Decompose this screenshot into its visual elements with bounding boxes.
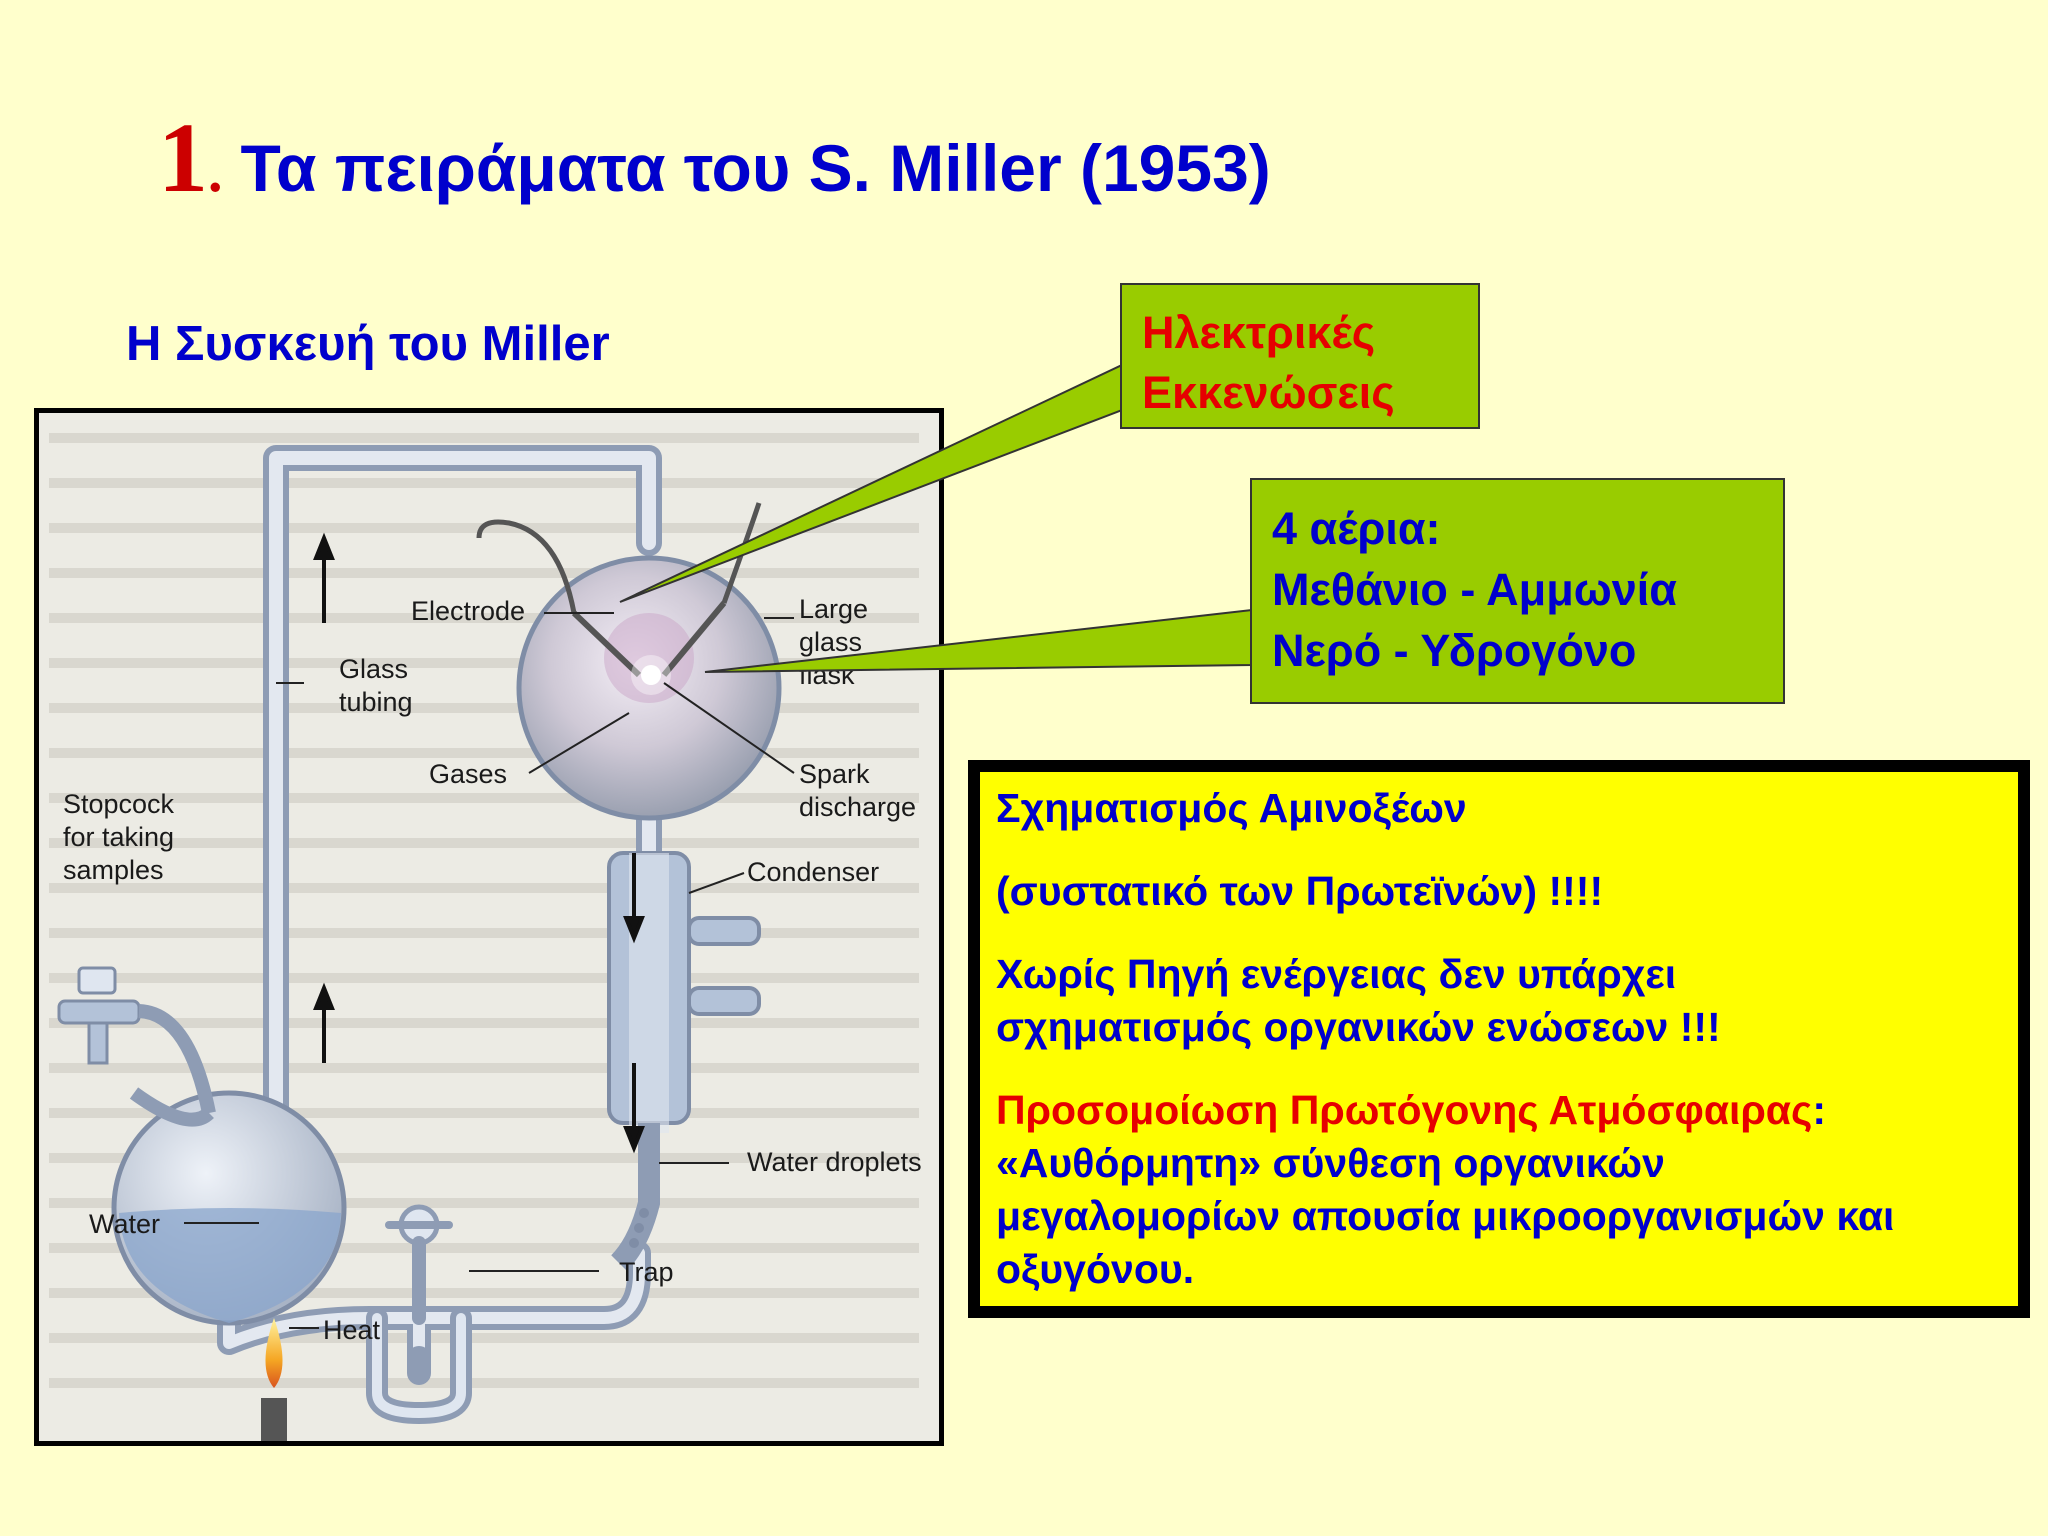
label-glass-tubing-1: Glass [339, 654, 408, 684]
label-spark-discharge-1: Spark [799, 759, 870, 789]
large-glass-flask [476, 502, 782, 821]
label-water-droplets: Water droplets [747, 1147, 922, 1177]
notes-line-8: οξυγόνου. [996, 1246, 1195, 1292]
label-electrode: Electrode [411, 596, 525, 626]
gases-pointer [704, 608, 1253, 673]
leader-lines [184, 612, 795, 1329]
trap [366, 1204, 472, 1425]
apparatus-diagram: Electrode Large glass flask Glass tubing… [49, 433, 922, 1441]
notes-box: Σχηματισμός Αμινοξέων (συστατικό των Πρω… [968, 760, 2030, 1318]
notes-line-5-red: Προσομοίωση Πρωτόγονης Ατμόσφαιρας [996, 1087, 1813, 1133]
discharge-line-2: Εκκενώσεις [1142, 367, 1395, 418]
label-glass-tubing-2: tubing [339, 687, 413, 717]
title-number: 1 [158, 102, 208, 213]
title-dot: . [208, 139, 223, 204]
label-stopcock-2: for taking [63, 822, 174, 852]
notes-line-4: σχηματισμός οργανικών ενώσεων !!! [996, 1004, 1721, 1050]
notes-content: Σχηματισμός Αμινοξέων (συστατικό των Πρω… [980, 772, 2018, 1306]
label-large-glass-flask-1: Large [799, 594, 868, 624]
label-condenser: Condenser [747, 857, 879, 887]
discharge-pointer [619, 363, 1123, 603]
notes-line-5-colon: : [1812, 1087, 1826, 1133]
label-stopcock-3: samples [63, 855, 164, 885]
notes-line-6: «Αυθόρμητη» σύνθεση οργανικών [996, 1140, 1665, 1186]
gases-line-1: 4 αέρια: [1272, 503, 1441, 554]
notes-line-3: Χωρίς Πηγή ενέργειας δεν υπάρχει [996, 951, 1677, 997]
label-spark-discharge-2: discharge [799, 792, 916, 822]
slide-subtitle: Η Συσκευή του Miller [126, 317, 610, 371]
discharge-line-1: Ηλεκτρικές [1142, 307, 1376, 358]
title-text: Τα πειράματα του S. Miller (1953) [240, 131, 1271, 205]
label-water: Water [89, 1209, 160, 1239]
label-heat: Heat [323, 1315, 381, 1345]
flow-arrows [313, 532, 645, 1154]
water-flask [111, 1087, 347, 1326]
label-gases: Gases [429, 759, 507, 789]
miller-apparatus-figure: Electrode Large glass flask Glass tubing… [34, 408, 944, 1446]
gases-line-3: Νερό - Υδρογόνο [1272, 625, 1637, 676]
label-large-glass-flask-2: glass [799, 627, 862, 657]
notes-line-2: (συστατικό των Πρωτεϊνών) !!!! [996, 868, 1604, 914]
notes-line-1: Σχηματισμός Αμινοξέων [996, 785, 1467, 831]
electric-discharge-callout: Ηλεκτρικές Εκκενώσεις [1120, 283, 1480, 429]
burner [261, 1318, 287, 1441]
stopcock [57, 966, 216, 1115]
slide-title: 1. Τα πειράματα του S. Miller (1953) [158, 100, 1271, 215]
gases-callout: 4 αέρια: Μεθάνιο - Αμμωνία Νερό - Υδρογό… [1250, 478, 1785, 704]
label-trap: Trap [619, 1257, 674, 1287]
notes-line-7: μεγαλομορίων απουσία μικροοργανισμών και [996, 1193, 1895, 1239]
gases-line-2: Μεθάνιο - Αμμωνία [1272, 564, 1677, 615]
label-stopcock-1: Stopcock [63, 789, 175, 819]
notes-line-5: Προσομοίωση Πρωτόγονης Ατμόσφαιρας: [996, 1084, 2002, 1137]
